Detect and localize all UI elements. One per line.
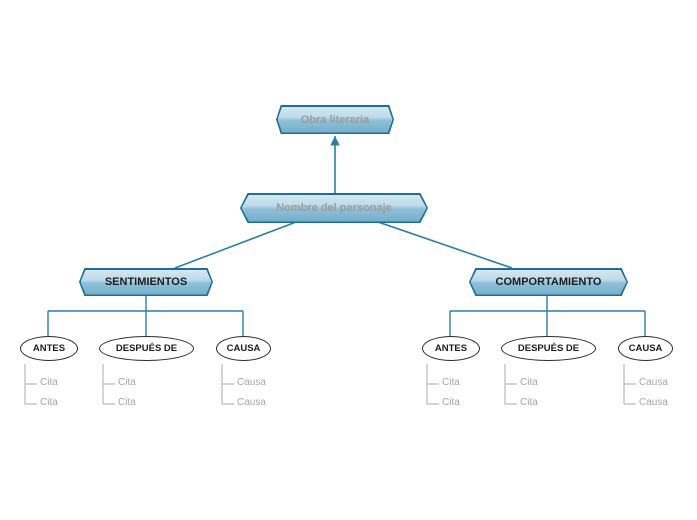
node-label-comportamiento: COMPORTAMIENTO bbox=[495, 276, 602, 288]
node-comportamiento-antes[interactable]: ANTES bbox=[422, 336, 480, 361]
leaf-item[interactable]: Causa bbox=[237, 377, 266, 388]
leaf-item[interactable]: Cita bbox=[118, 377, 136, 388]
node-comportamiento[interactable]: COMPORTAMIENTO bbox=[469, 268, 628, 296]
node-sentimientos-antes[interactable]: ANTES bbox=[20, 336, 78, 361]
leaf-item[interactable]: Cita bbox=[442, 397, 460, 408]
node-fill: Obra literaria bbox=[277, 106, 393, 133]
node-nombre-del-personaje[interactable]: Nombre del personaje bbox=[240, 193, 428, 223]
node-comportamiento-despues-de[interactable]: DESPUÉS DE bbox=[501, 336, 596, 361]
leaf-item[interactable]: Cita bbox=[520, 377, 538, 388]
leaf-item[interactable]: Causa bbox=[639, 397, 668, 408]
node-label-nombre-del-personaje: Nombre del personaje bbox=[276, 202, 392, 214]
leaf-item[interactable]: Causa bbox=[639, 377, 668, 388]
node-sentimientos-despues-de[interactable]: DESPUÉS DE bbox=[99, 336, 194, 361]
node-comportamiento-causa[interactable]: CAUSA bbox=[618, 336, 673, 361]
node-label: DESPUÉS DE bbox=[115, 343, 178, 354]
leaf-item[interactable]: Cita bbox=[40, 397, 58, 408]
node-label: CAUSA bbox=[226, 343, 261, 354]
leaf-item[interactable]: Cita bbox=[40, 377, 58, 388]
node-fill: Nombre del personaje bbox=[241, 194, 427, 222]
node-label: CAUSA bbox=[628, 343, 663, 354]
node-sentimientos-causa[interactable]: CAUSA bbox=[216, 336, 271, 361]
node-label-obra-literaria: Obra literaria bbox=[300, 113, 370, 126]
node-sentimientos[interactable]: SENTIMIENTOS bbox=[79, 268, 213, 296]
node-fill: SENTIMIENTOS bbox=[80, 269, 212, 295]
node-label-sentimientos: SENTIMIENTOS bbox=[104, 276, 188, 288]
node-obra-literaria[interactable]: Obra literaria bbox=[276, 105, 394, 134]
leaf-item[interactable]: Cita bbox=[118, 397, 136, 408]
node-label: ANTES bbox=[434, 343, 468, 354]
leaf-item[interactable]: Cita bbox=[442, 377, 460, 388]
leaf-item[interactable]: Causa bbox=[237, 397, 266, 408]
leaf-item[interactable]: Cita bbox=[520, 397, 538, 408]
node-label: ANTES bbox=[32, 343, 66, 354]
node-label: DESPUÉS DE bbox=[517, 343, 580, 354]
node-fill: COMPORTAMIENTO bbox=[470, 269, 627, 295]
